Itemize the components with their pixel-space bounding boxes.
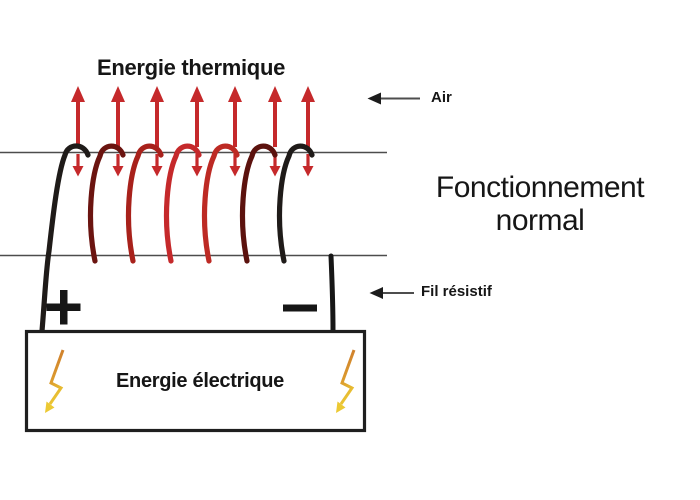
up-arrow-icon [301, 86, 315, 102]
down-arrow-icon [112, 166, 124, 177]
up-arrow-icon [71, 86, 85, 102]
coil-turn [239, 143, 278, 264]
battery-box [24, 329, 367, 433]
thermal-energy-arrows [71, 86, 315, 147]
electrical-energy-label: Energie électrique [116, 370, 284, 392]
air-left-arrow-icon [367, 92, 420, 105]
up-arrow-icon [150, 86, 164, 102]
up-arrow-icon [228, 86, 242, 102]
lightning-bolt-icon [45, 349, 65, 413]
negative-lead-wire [328, 253, 336, 334]
down-arrow-icon [269, 166, 281, 177]
up-arrow-icon [190, 86, 204, 102]
down-arrow-icon [72, 166, 84, 177]
air-label: Air [431, 89, 452, 106]
coil-turn [39, 143, 91, 334]
thermal-energy-label: Energie thermique [96, 55, 286, 80]
coil-turn [163, 143, 202, 264]
resistive-wire-label: Fil résistif [421, 283, 492, 300]
minus-terminal-icon [283, 304, 317, 312]
up-arrow-icon [268, 86, 282, 102]
mode-title: Fonctionnement normal [435, 171, 645, 237]
heat-down-arrows [72, 154, 314, 177]
up-arrow-icon [111, 86, 125, 102]
coil-turn [125, 143, 164, 264]
down-arrow-icon [151, 166, 163, 177]
down-arrow-icon [229, 166, 241, 177]
coil-turn [87, 143, 126, 264]
plus-terminal-icon [46, 290, 81, 325]
resistive-coil [39, 143, 315, 334]
coil-turn [276, 143, 315, 264]
down-arrow-icon [191, 166, 203, 177]
down-arrow-icon [302, 166, 314, 177]
coil-turn [201, 143, 240, 264]
resistive-wire-left-arrow-icon [369, 287, 414, 299]
